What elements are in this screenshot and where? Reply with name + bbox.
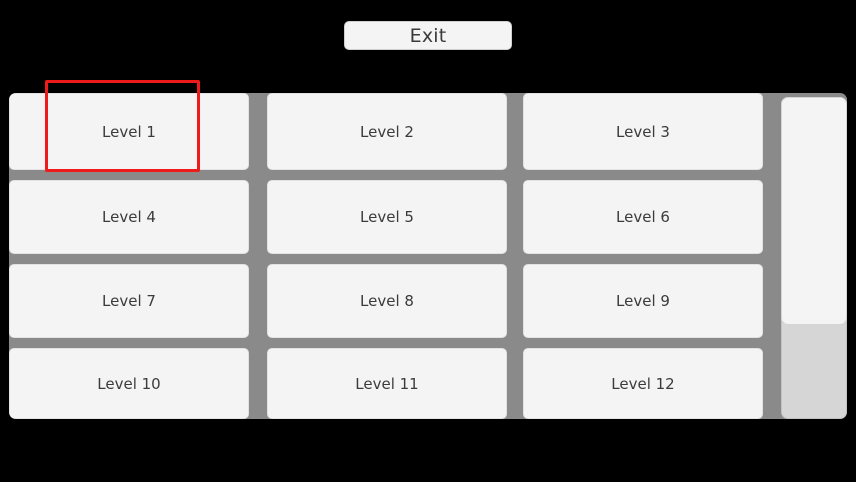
level-button-1[interactable]: Level 1 bbox=[9, 93, 249, 170]
exit-button[interactable]: Exit bbox=[344, 21, 512, 50]
level-button-7[interactable]: Level 7 bbox=[9, 264, 249, 338]
level-button-4[interactable]: Level 4 bbox=[9, 180, 249, 254]
scrollbar-thumb[interactable] bbox=[781, 97, 847, 325]
exit-button-container: Exit bbox=[0, 21, 856, 51]
level-select-panel: Level 1 Level 2 Level 3 Level 4 Level 5 … bbox=[9, 93, 847, 419]
level-button-10[interactable]: Level 10 bbox=[9, 348, 249, 419]
vertical-scrollbar[interactable] bbox=[772, 97, 847, 419]
level-button-12[interactable]: Level 12 bbox=[523, 348, 763, 419]
level-button-5[interactable]: Level 5 bbox=[267, 180, 507, 254]
level-button-11[interactable]: Level 11 bbox=[267, 348, 507, 419]
level-button-3[interactable]: Level 3 bbox=[523, 93, 763, 170]
level-button-8[interactable]: Level 8 bbox=[267, 264, 507, 338]
level-button-6[interactable]: Level 6 bbox=[523, 180, 763, 254]
level-grid: Level 1 Level 2 Level 3 Level 4 Level 5 … bbox=[9, 93, 772, 419]
level-button-9[interactable]: Level 9 bbox=[523, 264, 763, 338]
level-button-2[interactable]: Level 2 bbox=[267, 93, 507, 170]
